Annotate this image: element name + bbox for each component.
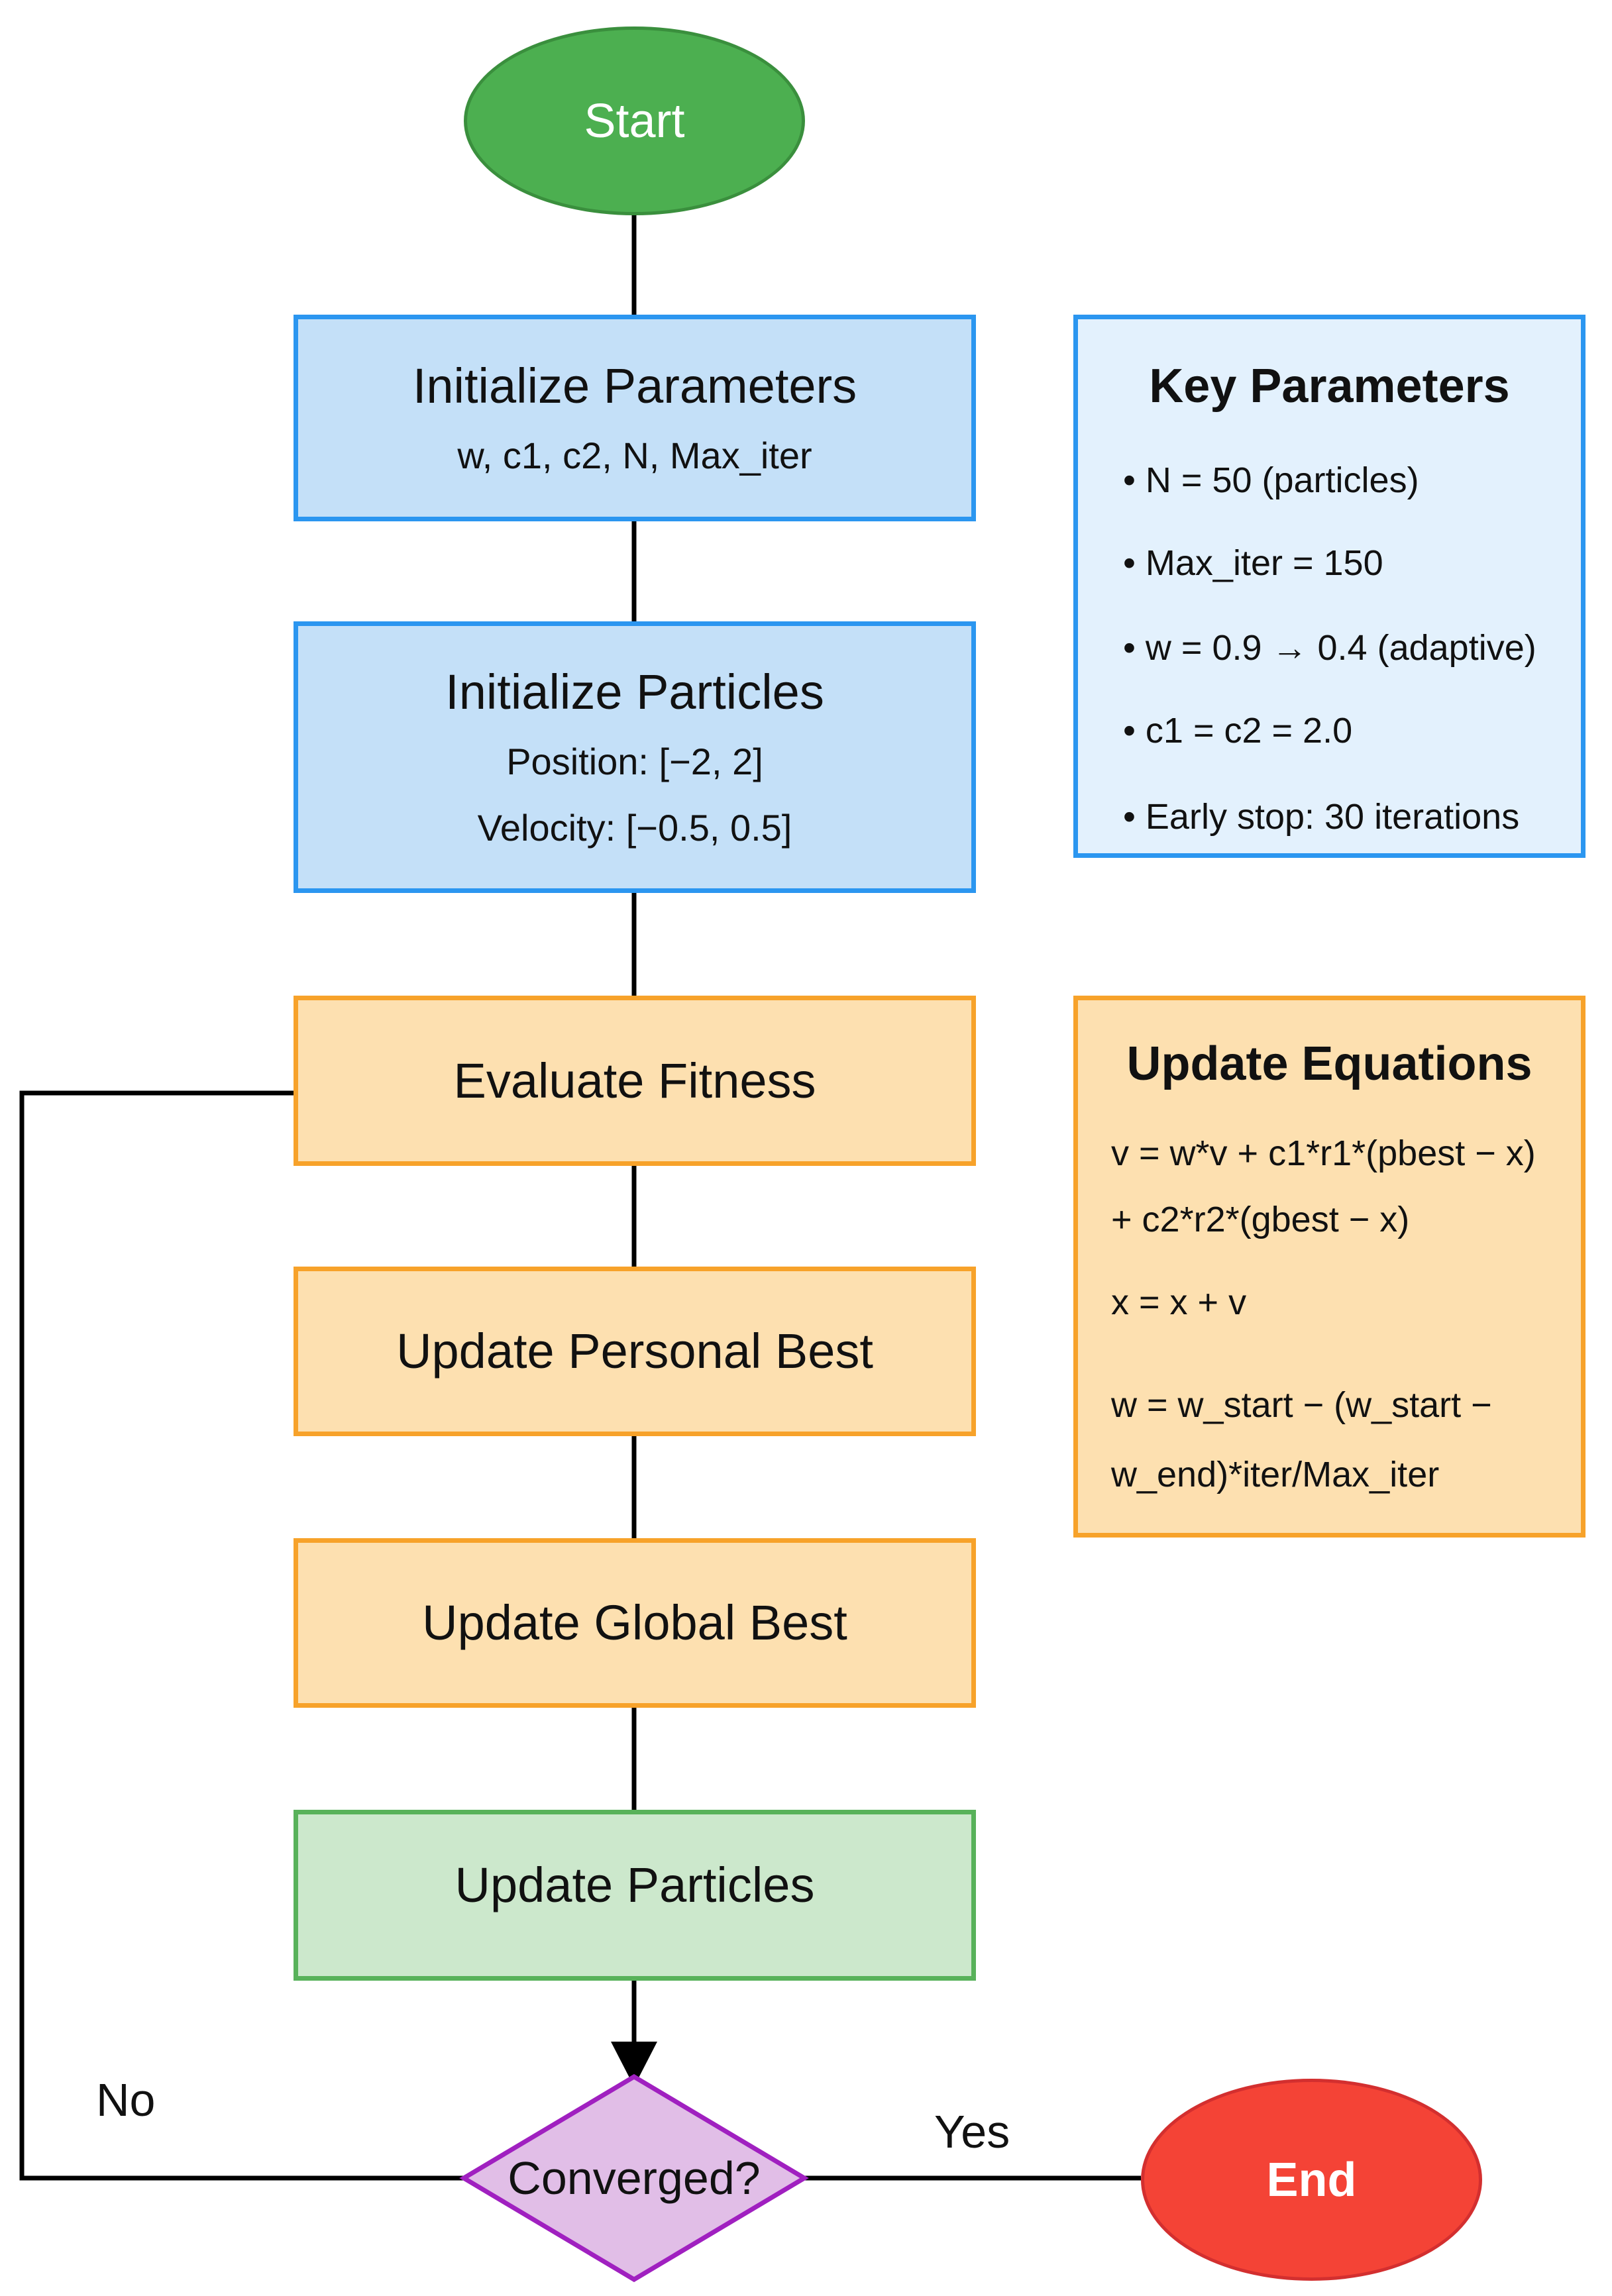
yes-label: Yes xyxy=(934,2106,1010,2158)
init-particles-box[interactable]: Initialize Particles Position: [−2, 2] V… xyxy=(294,621,976,893)
update-personal-best-title: Update Personal Best xyxy=(396,1324,873,1379)
init-particles-position: Position: [−2, 2] xyxy=(506,741,763,782)
update-personal-best-box[interactable]: Update Personal Best xyxy=(294,1267,976,1436)
decision-label-wrap: Converged? xyxy=(464,2138,804,2218)
equation-line: v = w*v + c1*r1*(pbest − x) xyxy=(1111,1133,1536,1173)
edge-no-loop-back xyxy=(19,1090,464,2181)
update-particles-title: Update Particles xyxy=(455,1857,815,1912)
key-param-item: • N = 50 (particles) xyxy=(1123,460,1419,500)
update-particles-box[interactable]: Update Particles xyxy=(294,1810,976,1981)
equation-line: x = x + v xyxy=(1111,1282,1247,1322)
no-label: No xyxy=(96,2074,156,2126)
key-param-item: • w = 0.9 → 0.4 (adaptive) xyxy=(1123,628,1536,668)
init-parameters-box[interactable]: Initialize Parameters w, c1, c2, N, Max_… xyxy=(294,315,976,521)
arrowhead-to-decision xyxy=(611,2042,657,2087)
evaluate-fitness-title: Evaluate Fitness xyxy=(453,1053,816,1108)
key-parameters-title: Key Parameters xyxy=(1149,360,1510,413)
init-particles-title: Initialize Particles xyxy=(445,664,824,719)
end-label: End xyxy=(1266,2153,1357,2207)
decision-label: Converged? xyxy=(508,2152,761,2204)
update-global-best-title: Update Global Best xyxy=(422,1595,847,1650)
init-particles-velocity: Velocity: [−0.5, 0.5] xyxy=(477,807,792,849)
key-parameters-panel: Key Parameters • N = 50 (particles) • Ma… xyxy=(1073,315,1585,858)
start-label: Start xyxy=(584,94,685,148)
key-param-item: • Max_iter = 150 xyxy=(1123,543,1383,583)
key-param-item: • Early stop: 30 iterations xyxy=(1123,797,1520,837)
init-parameters-subtitle: w, c1, c2, N, Max_iter xyxy=(457,435,812,476)
equation-line: w = w_start − (w_start − xyxy=(1111,1385,1492,1425)
evaluate-fitness-box[interactable]: Evaluate Fitness xyxy=(294,996,976,1166)
update-global-best-box[interactable]: Update Global Best xyxy=(294,1538,976,1708)
start-node[interactable]: Start xyxy=(464,26,805,215)
end-node[interactable]: End xyxy=(1141,2079,1482,2281)
update-equations-panel: Update Equations v = w*v + c1*r1*(pbest … xyxy=(1073,996,1585,1538)
key-param-item: • c1 = c2 = 2.0 xyxy=(1123,711,1353,751)
equation-line: + c2*r2*(gbest − x) xyxy=(1111,1200,1410,1239)
equation-line: w_end)*iter/Max_iter xyxy=(1111,1455,1440,1494)
decision-diamond[interactable] xyxy=(459,2073,809,2283)
update-equations-title: Update Equations xyxy=(1126,1037,1532,1090)
init-parameters-title: Initialize Parameters xyxy=(412,358,857,413)
